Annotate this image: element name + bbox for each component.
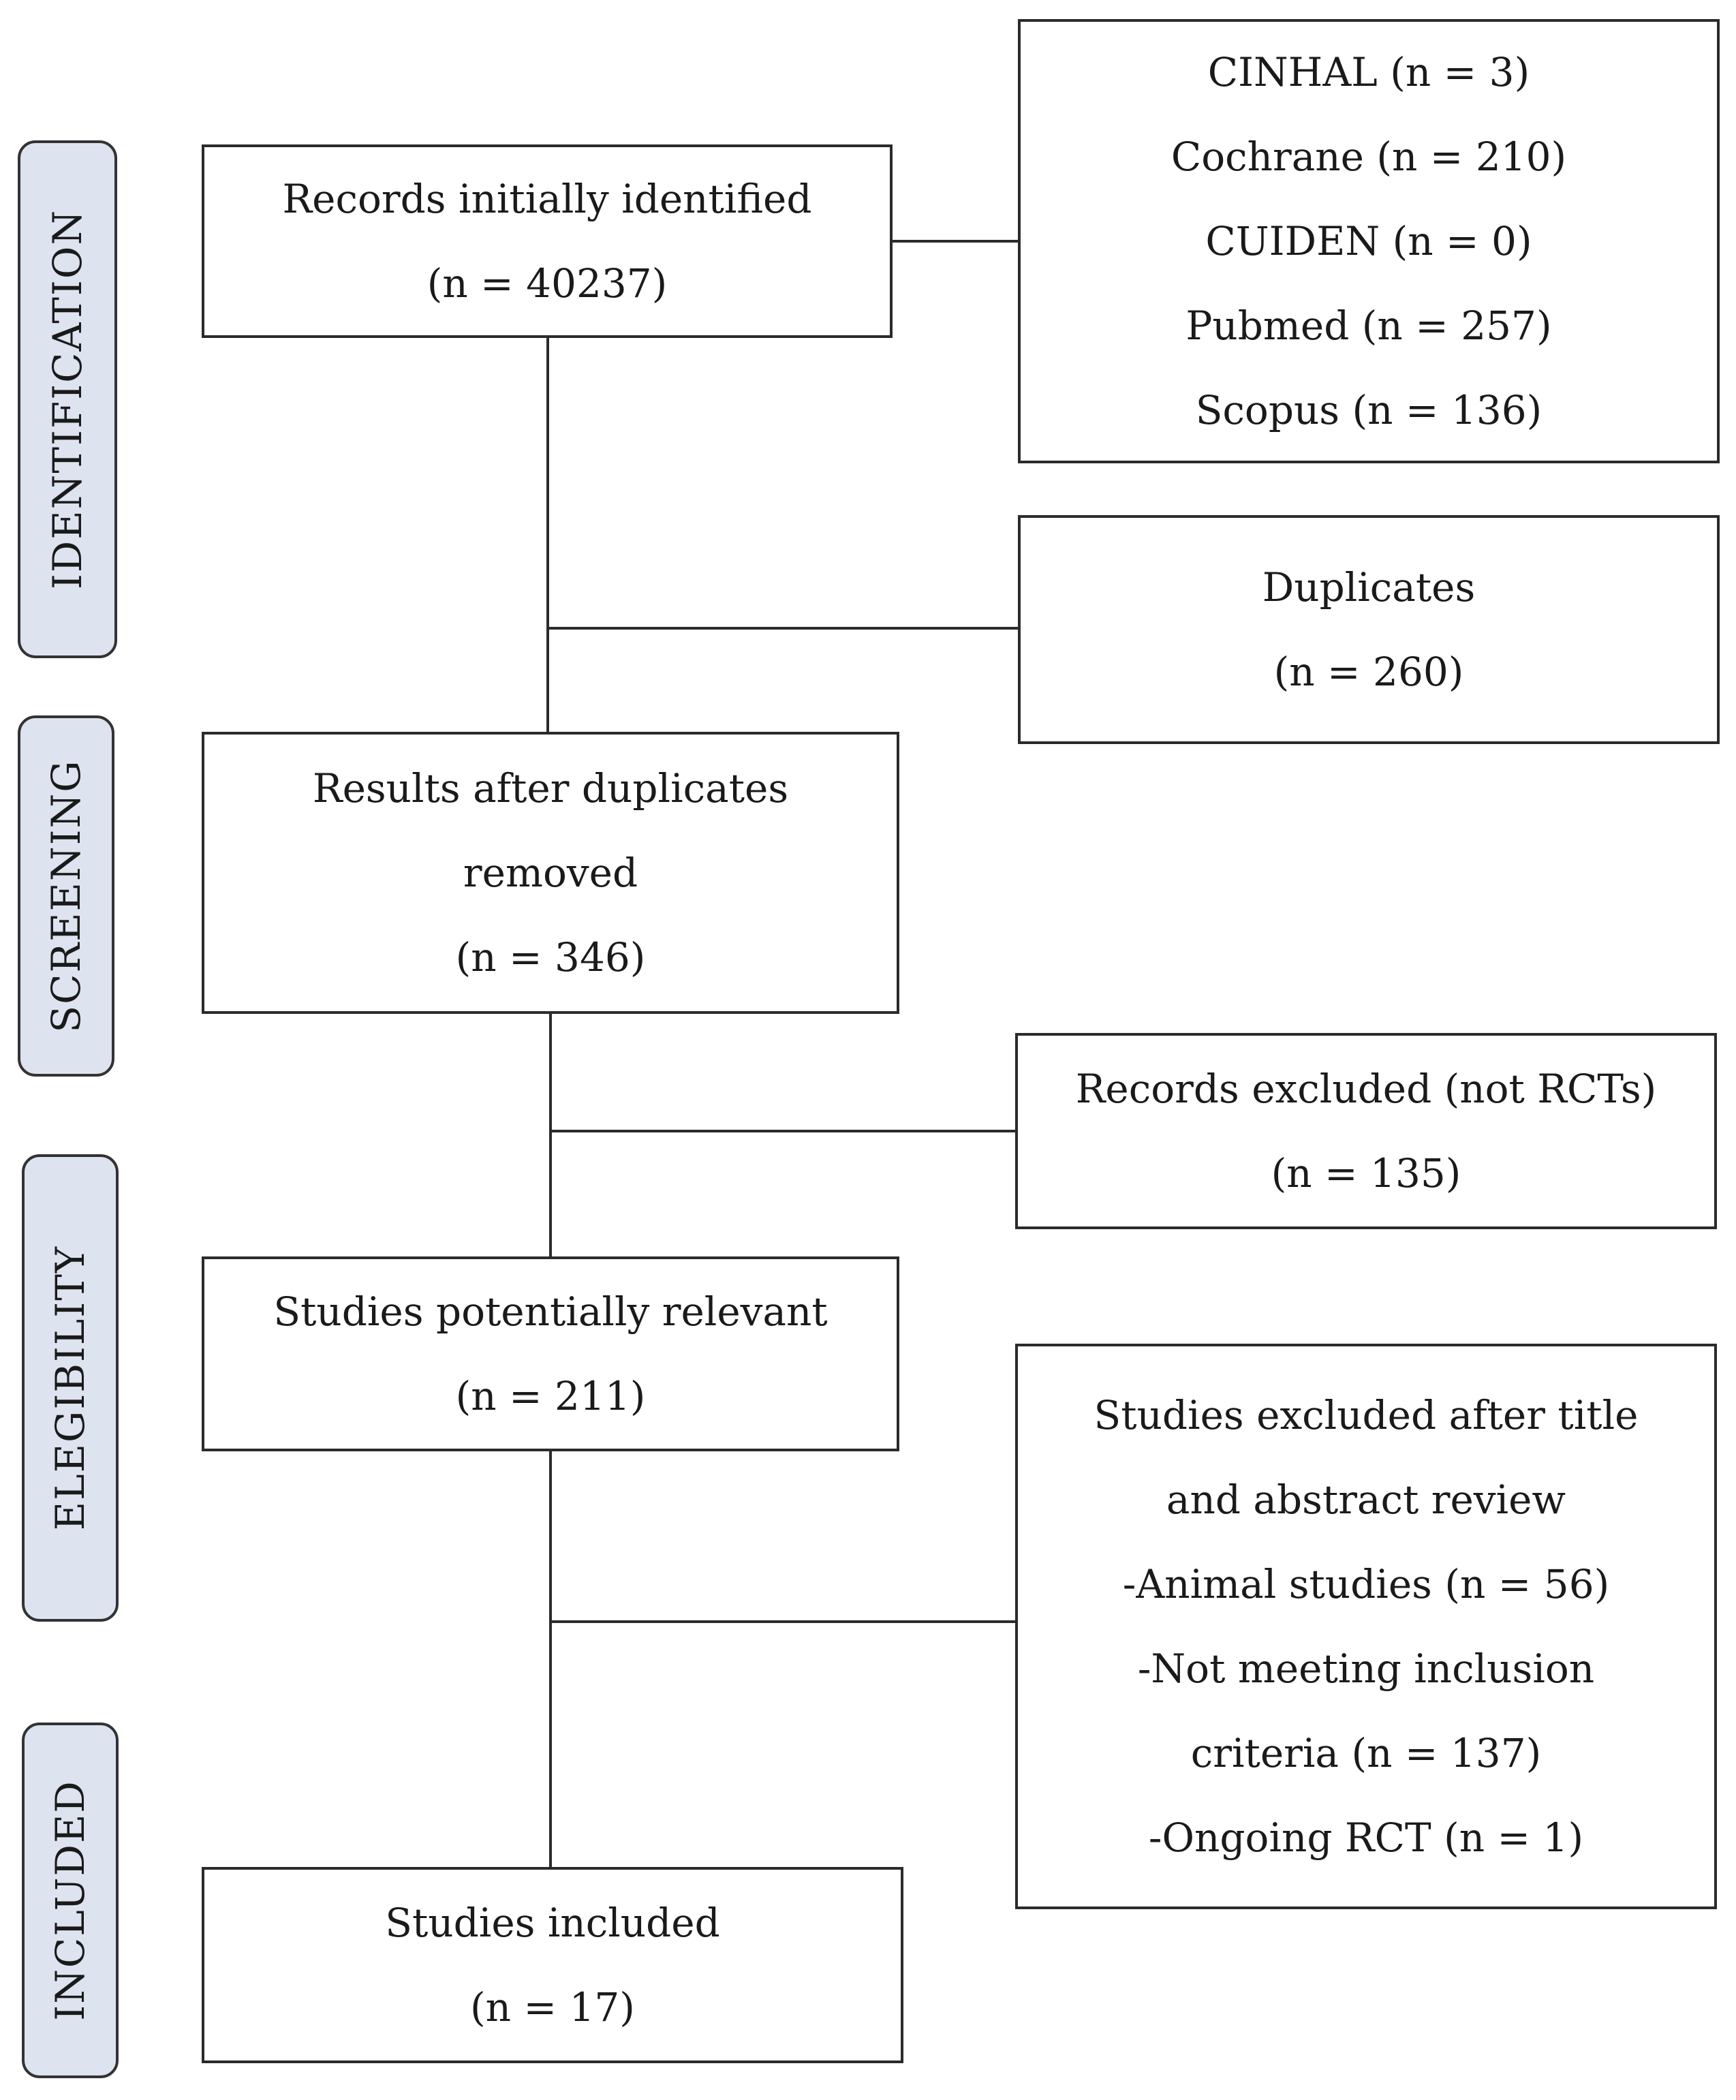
box-studies-included: Studies included (n = 17) bbox=[202, 1867, 903, 2063]
potentially-relevant-title: Studies potentially relevant bbox=[273, 1288, 828, 1335]
box-databases: CINHAL (n = 3) Cochrane (n = 210) CUIDEN… bbox=[1018, 19, 1720, 463]
excluded-not-meeting-inclusion-cont: criteria (n = 137) bbox=[1190, 1730, 1542, 1776]
records-identified-title: Records initially identified bbox=[282, 176, 812, 222]
excluded-not-rcts-title: Records excluded (not RCTs) bbox=[1075, 1066, 1657, 1112]
box-excluded-not-rcts: Records excluded (not RCTs) (n = 135) bbox=[1015, 1033, 1717, 1229]
excluded-after-review-title-cont: and abstract review bbox=[1166, 1477, 1566, 1523]
database-cuiden: CUIDEN (n = 0) bbox=[1205, 218, 1532, 264]
connector-spine-screening-to-eligibility bbox=[549, 1014, 552, 1256]
studies-included-count: (n = 17) bbox=[470, 1984, 635, 2030]
excluded-ongoing-rct: -Ongoing RCT (n = 1) bbox=[1148, 1815, 1584, 1861]
phase-elegibility-label: ELEGIBILITY bbox=[47, 1245, 93, 1531]
excluded-after-review-title: Studies excluded after title bbox=[1094, 1392, 1639, 1438]
box-after-duplicates: Results after duplicates removed (n = 34… bbox=[202, 732, 899, 1014]
connector-to-excluded-not-rcts bbox=[549, 1130, 1015, 1132]
records-identified-count: (n = 40237) bbox=[427, 260, 668, 307]
excluded-not-rcts-count: (n = 135) bbox=[1271, 1150, 1461, 1196]
connector-identified-to-databases bbox=[893, 240, 1018, 243]
connector-spine-identified-to-screening bbox=[546, 338, 549, 732]
box-potentially-relevant: Studies potentially relevant (n = 211) bbox=[202, 1256, 899, 1451]
phase-screening: SCREENING bbox=[18, 715, 114, 1077]
connector-spine-eligibility-to-included bbox=[549, 1451, 552, 1867]
potentially-relevant-count: (n = 211) bbox=[455, 1373, 646, 1419]
phase-included-label: INCLUDED bbox=[47, 1780, 93, 2021]
duplicates-count: (n = 260) bbox=[1273, 649, 1464, 695]
excluded-not-meeting-inclusion: -Not meeting inclusion bbox=[1137, 1646, 1595, 1692]
phase-elegibility: ELEGIBILITY bbox=[22, 1154, 119, 1622]
box-duplicates: Duplicates (n = 260) bbox=[1018, 515, 1720, 744]
database-scopus: Scopus (n = 136) bbox=[1195, 387, 1543, 433]
duplicates-title: Duplicates bbox=[1262, 564, 1476, 611]
excluded-animal-studies: -Animal studies (n = 56) bbox=[1122, 1561, 1610, 1607]
box-records-identified: Records initially identified (n = 40237) bbox=[202, 144, 893, 338]
database-cinhal: CINHAL (n = 3) bbox=[1207, 49, 1530, 95]
studies-included-title: Studies included bbox=[385, 1900, 720, 1946]
phase-identification-label: IDENTIFICATION bbox=[44, 209, 91, 590]
phase-identification: IDENTIFICATION bbox=[18, 140, 117, 658]
after-duplicates-title-cont: removed bbox=[463, 850, 638, 896]
after-duplicates-count: (n = 346) bbox=[455, 934, 646, 980]
after-duplicates-title: Results after duplicates bbox=[312, 765, 789, 812]
phase-included: INCLUDED bbox=[22, 1723, 119, 2078]
database-pubmed: Pubmed (n = 257) bbox=[1185, 303, 1552, 349]
connector-to-excluded-after-review bbox=[549, 1620, 1015, 1623]
database-cochrane: Cochrane (n = 210) bbox=[1171, 134, 1567, 180]
phase-screening-label: SCREENING bbox=[43, 759, 89, 1033]
connector-to-duplicates bbox=[546, 627, 1018, 630]
box-excluded-after-review: Studies excluded after title and abstrac… bbox=[1015, 1344, 1717, 1909]
